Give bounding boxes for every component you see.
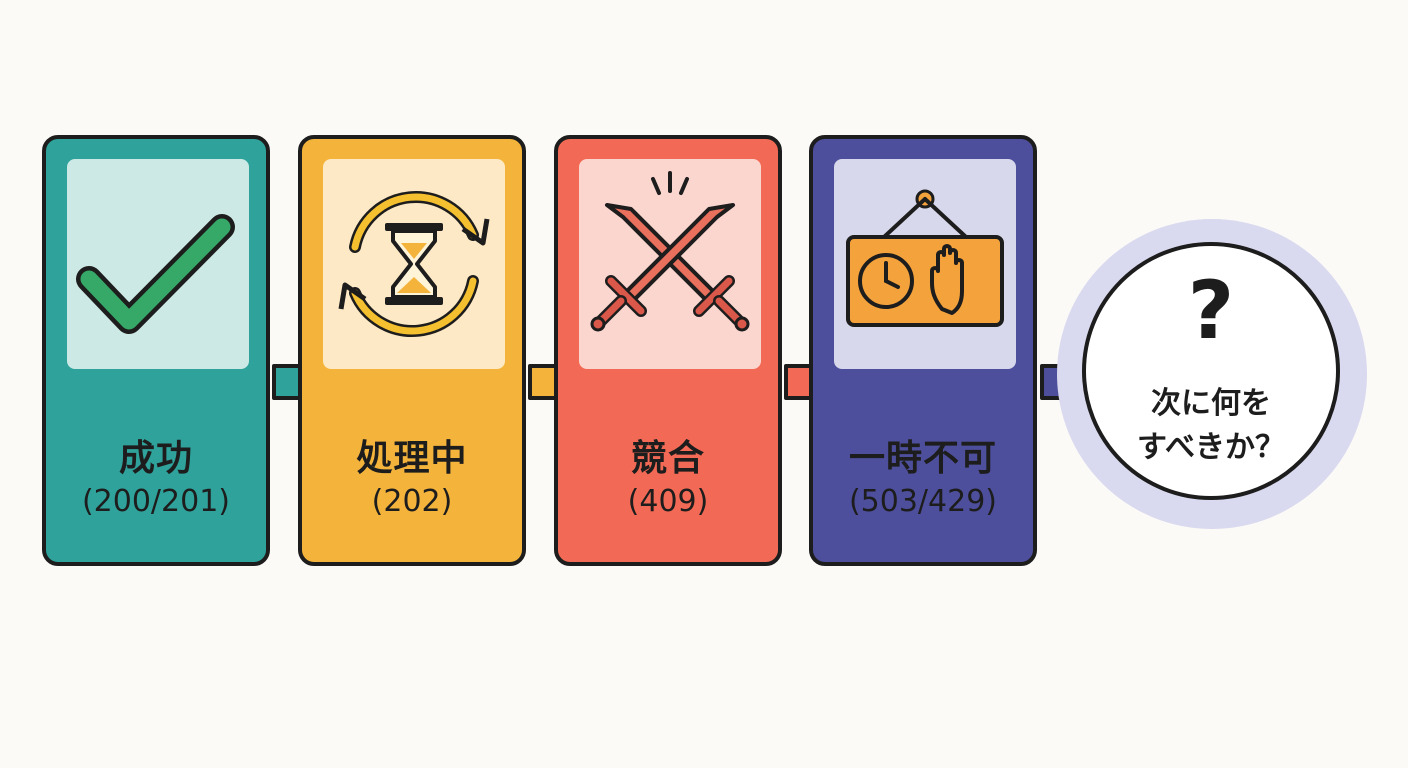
step-processing-code: (202) [371, 484, 453, 519]
unavailable-icon-panel [834, 159, 1016, 369]
step-success-code: (200/201) [81, 484, 231, 519]
step-conflict-label: 競合 [630, 438, 705, 479]
hourglass-refresh-icon [338, 191, 490, 337]
step-processing-card: 処理中 (202) [298, 135, 526, 566]
step-unavailable-card: 一時不可 (503/429) [809, 135, 1037, 566]
step-conflict-code: (409) [627, 484, 709, 519]
closed-sign-icon [846, 189, 1004, 327]
step-processing-label: 処理中 [356, 438, 468, 479]
next-action-question: ? 次に何を すべきか？ [1082, 242, 1340, 500]
processing-icon-panel [323, 159, 505, 369]
step-success-label: 成功 [118, 438, 193, 479]
question-line-1: 次に何を [1151, 386, 1271, 421]
step-success-card: 成功 (200/201) [42, 135, 270, 566]
step-unavailable-code: (503/429) [848, 484, 998, 519]
conflict-icon-panel [579, 159, 761, 369]
checkmark-icon [76, 214, 235, 334]
step-unavailable-label: 一時不可 [848, 438, 997, 479]
success-icon-panel [67, 159, 249, 369]
question-mark-icon: ? [1187, 264, 1235, 357]
crossed-swords-icon [590, 171, 750, 332]
question-line-2: すべきか？ [1137, 430, 1285, 465]
step-conflict-card: 競合 (409) [554, 135, 782, 566]
